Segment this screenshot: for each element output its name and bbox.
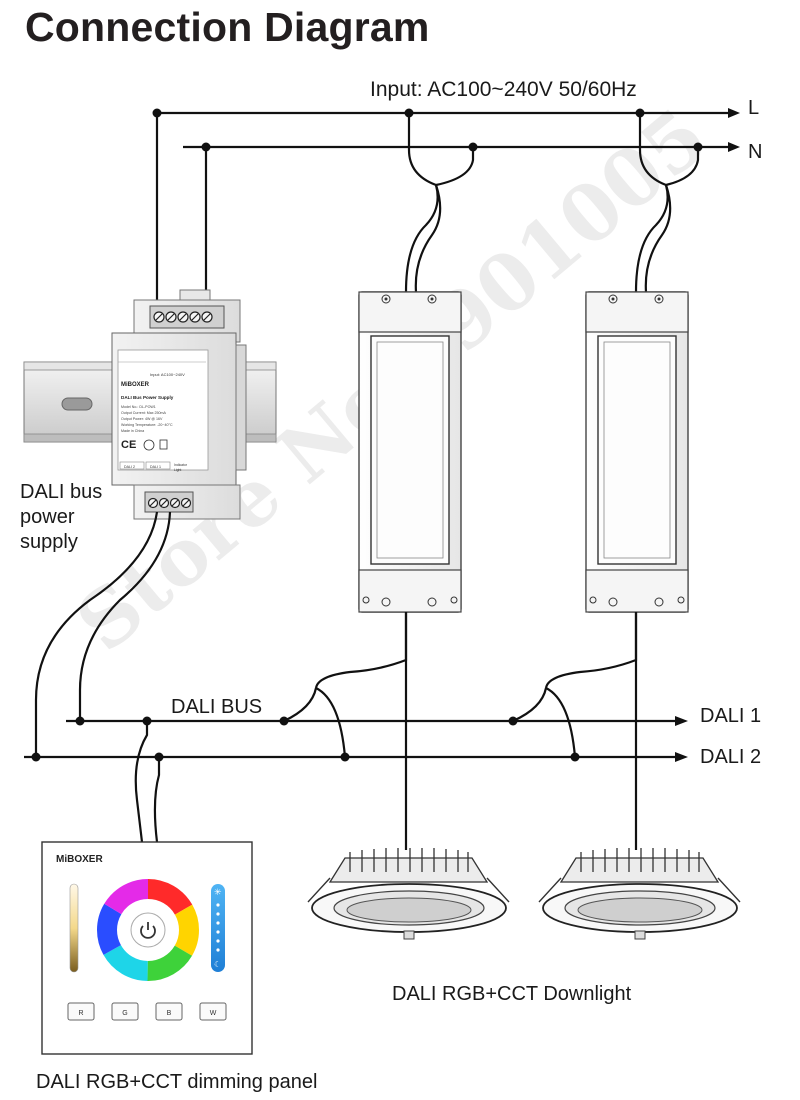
g-button-label: G (122, 1010, 127, 1017)
ce-mark: CE (121, 439, 136, 451)
psu-input-wires (155, 113, 208, 311)
color-wheel[interactable] (97, 879, 199, 981)
power-supply-label-line-1: DALI bus (20, 481, 103, 503)
panel-wires (134, 721, 161, 843)
psu-spec-4: Working Temperature: -20~40°C (121, 423, 173, 427)
downlight-2 (538, 848, 741, 940)
g-button[interactable] (111, 1002, 139, 1021)
moon-icon: ☾ (214, 960, 221, 969)
psu-indicator-light: Light (174, 468, 181, 472)
cct-slider[interactable] (69, 883, 79, 973)
psu-brand: MiBOXER (121, 382, 150, 388)
line-L-arrow (728, 108, 740, 118)
driver-input-wires (404, 113, 700, 293)
driver-2 (585, 291, 689, 613)
dali-bus-lines (24, 719, 675, 759)
driver-1 (358, 291, 462, 613)
brightness-dots (216, 903, 220, 952)
r-button-label: R (78, 1010, 83, 1017)
dimming-panel: MiBOXER ✳ ☾ R G B W (41, 841, 253, 1055)
downlight-label: DALI RGB+CCT Downlight (392, 983, 632, 1005)
psu-name: DALI Bus Power Supply (121, 395, 174, 400)
line-n-label: N (748, 141, 763, 163)
r-button[interactable] (67, 1002, 95, 1021)
psu-spec-2: Output Current: Max 250mA (121, 411, 167, 415)
b-button-label: B (167, 1010, 172, 1017)
page-title: Connection Diagram (25, 4, 430, 50)
mains-lines (155, 111, 728, 149)
brightness-slider[interactable] (211, 884, 225, 972)
psu-dali2-terminal: DALI 2 (124, 465, 135, 469)
mains-junctions (152, 108, 703, 152)
panel-brand: MiBOXER (56, 854, 103, 865)
psu-output-wires (34, 511, 172, 757)
sun-icon: ✳ (214, 887, 222, 897)
psu-input-text: Input: AC100~240V (150, 372, 185, 377)
psu-indicator: Indicator (174, 463, 188, 467)
input-label: Input: AC100~240V 50/60Hz (370, 78, 637, 101)
w-button-label: W (210, 1010, 217, 1017)
panel-label: DALI RGB+CCT dimming panel (36, 1071, 318, 1093)
bus-junctions (31, 716, 580, 762)
dali2-arrow (675, 752, 688, 762)
w-button[interactable] (199, 1002, 227, 1021)
dali1-label: DALI 1 (700, 705, 762, 727)
downlight-1 (307, 848, 510, 940)
power-supply-label-line-3: supply (20, 531, 78, 553)
weee-icon (159, 439, 168, 450)
rohs-icon (143, 439, 155, 451)
psu-spec-5: Made in China (121, 429, 144, 433)
panel-buttons: R G B W (67, 1002, 227, 1021)
psu-dali1-terminal: DALI 1 (150, 465, 161, 469)
dali-bus-power-supply: Input: AC100~240V MiBOXER DALI Bus Power… (111, 289, 247, 520)
dali1-arrow (675, 716, 688, 726)
line-N-arrow (728, 142, 740, 152)
dali-bus-label: DALI BUS (171, 696, 263, 718)
power-supply-label-line-2: power (20, 506, 75, 528)
power-supply-label: DALI bus power supply (20, 480, 102, 555)
dali2-label: DALI 2 (700, 746, 762, 768)
psu-spec-3: Output Power: 4W @ 16V (121, 417, 163, 421)
psu-spec-1: Model No.: DL-POW1 (121, 405, 156, 409)
driver-output-wires (283, 612, 638, 850)
power-icon (140, 922, 156, 939)
b-button[interactable] (155, 1002, 183, 1021)
line-l-label: L (748, 97, 760, 119)
